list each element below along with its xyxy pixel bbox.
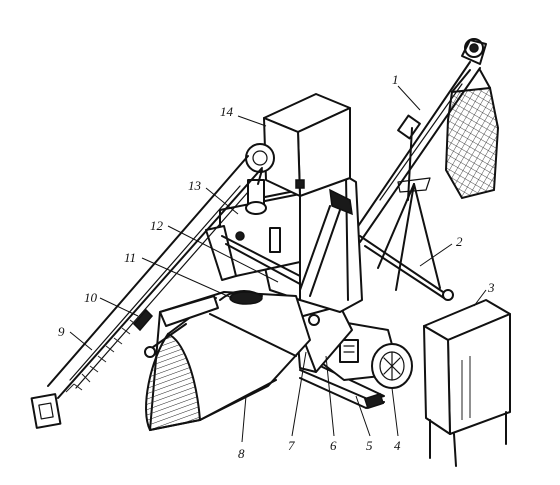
mesh-bag: [444, 69, 500, 200]
callout-9: 9: [58, 324, 65, 339]
callout-8: 8: [238, 446, 245, 461]
callout-3: 3: [487, 280, 495, 295]
callout-5: 5: [366, 438, 373, 453]
callout-12: 12: [150, 218, 164, 233]
receiving-hopper: [144, 290, 311, 432]
callout-1: 1: [392, 72, 399, 87]
callout-4: 4: [394, 438, 401, 453]
callout-6: 6: [330, 438, 337, 453]
callout-labels: 1 2 3 4 5 6 7 8 9 10 11 12 13 14: [58, 72, 495, 461]
control-cabinet: [423, 299, 511, 467]
drive-pulley: [245, 143, 275, 215]
top-box: [263, 93, 351, 197]
conveyor-tail-icon: [30, 393, 62, 429]
callout-14: 14: [220, 104, 234, 119]
callout-2: 2: [456, 234, 463, 249]
electric-motor: [317, 319, 413, 389]
callout-13: 13: [188, 178, 202, 193]
tripod-support: [359, 127, 454, 301]
conveyor-head-pulley-icon: [461, 38, 487, 65]
inclined-conveyor-left: [30, 155, 263, 429]
callout-11: 11: [124, 250, 136, 265]
callout-10: 10: [84, 290, 98, 305]
motor-fan-icon: [383, 351, 401, 381]
callout-7: 7: [288, 438, 295, 453]
